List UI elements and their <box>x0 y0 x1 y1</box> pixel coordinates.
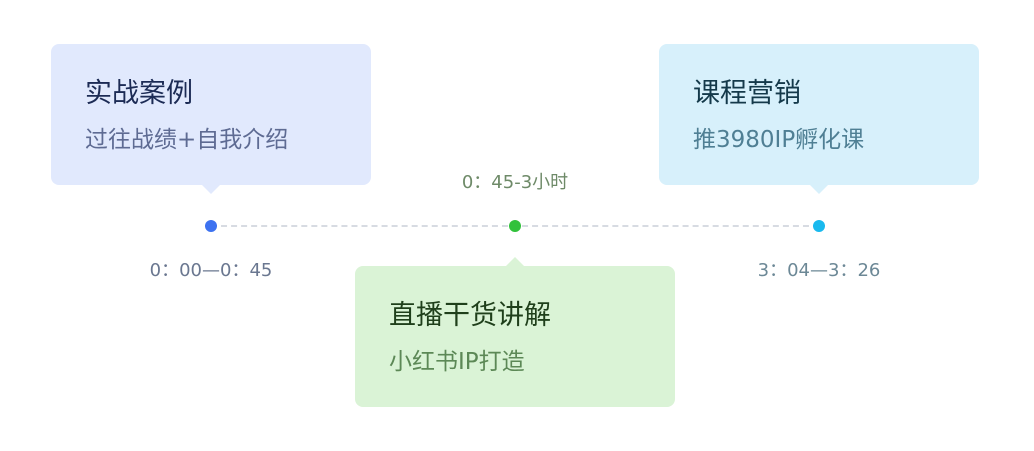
timeline-marker-3 <box>813 220 825 232</box>
card-pointer <box>202 185 220 194</box>
stage-card-live-content: 直播干货讲解 小红书IP打造 <box>355 257 675 407</box>
stage-subtitle: 推3980IP孵化课 <box>693 127 865 153</box>
card-pointer <box>810 185 828 194</box>
stage-card-case-study: 实战案例 过往战绩+自我介绍 <box>51 44 371 194</box>
stage-time-label: 0：45-3小时 <box>461 172 569 193</box>
stage-title: 实战案例 <box>85 78 193 109</box>
stage-time-label: 3：04—3：26 <box>757 260 881 281</box>
stage-card-course-marketing: 课程营销 推3980IP孵化课 <box>659 44 979 194</box>
stage-time-label: 0：00—0：45 <box>149 260 273 281</box>
stage-subtitle: 小红书IP打造 <box>389 349 525 375</box>
timeline-marker-1 <box>205 220 217 232</box>
stage-title: 直播干货讲解 <box>389 300 551 331</box>
stage-subtitle: 过往战绩+自我介绍 <box>85 127 289 153</box>
card-pointer <box>506 257 524 266</box>
stage-title: 课程营销 <box>693 78 801 109</box>
timeline-marker-2 <box>509 220 521 232</box>
